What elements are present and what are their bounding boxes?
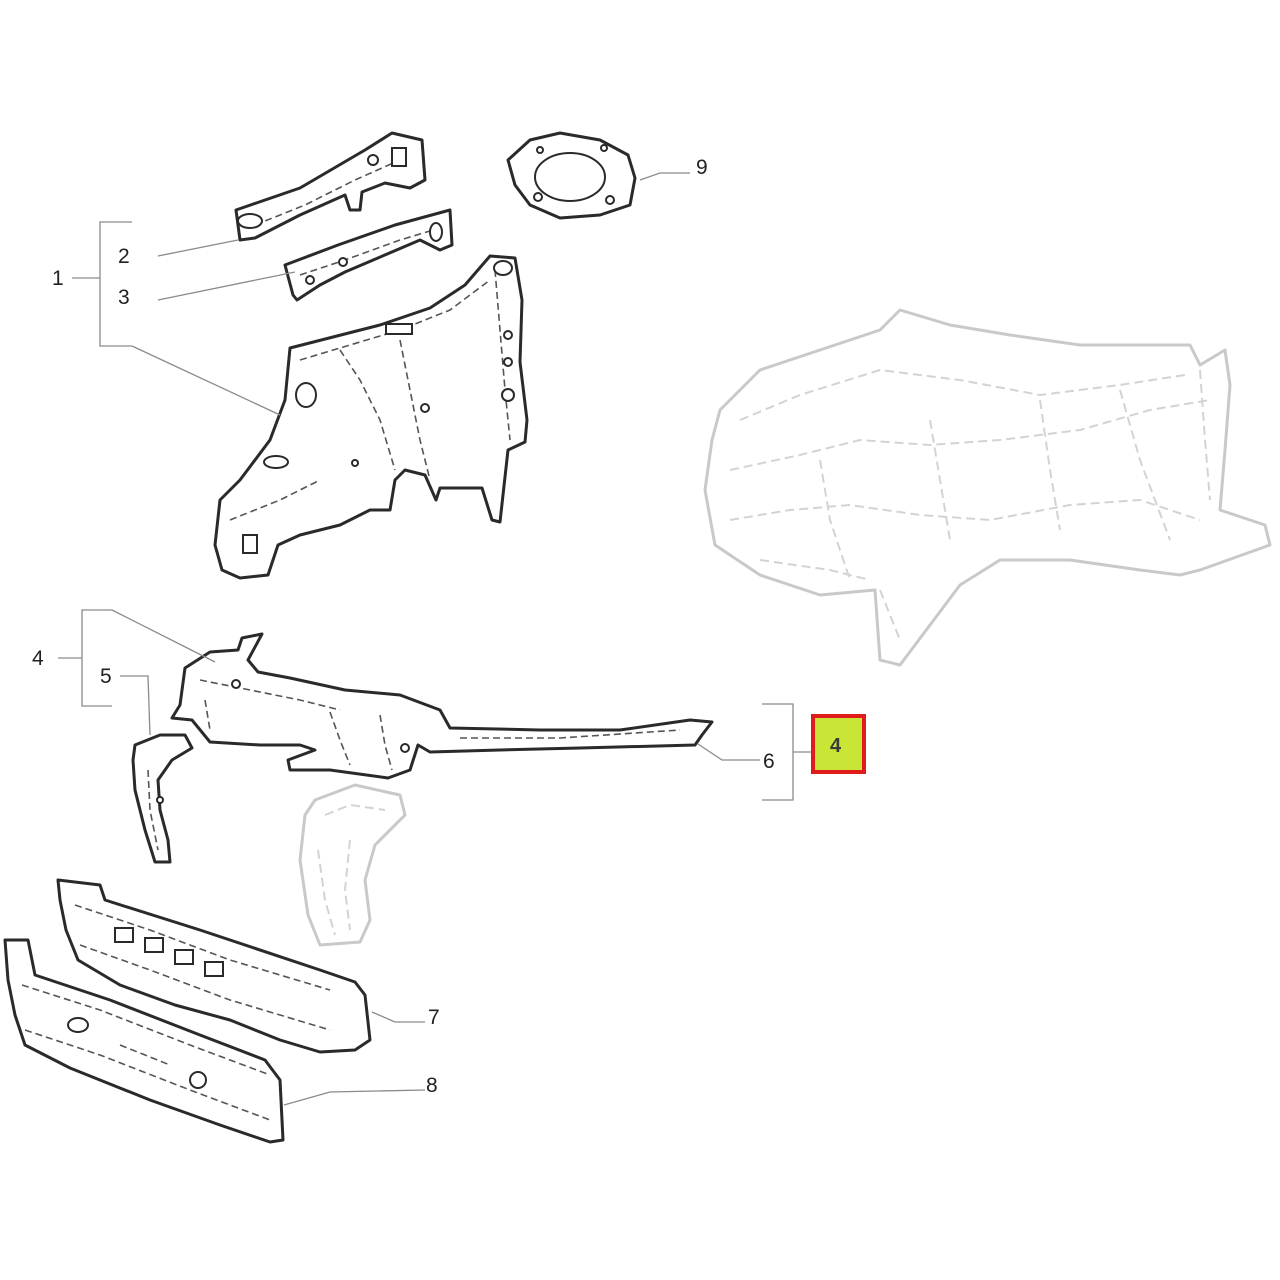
part-7-crossmember: [56, 878, 372, 1054]
crossmember-hole: [114, 927, 134, 943]
panel-hole: [503, 330, 513, 340]
callout-2: 2: [118, 245, 130, 268]
member-hole: [231, 679, 241, 689]
leader-4-part: [111, 609, 216, 663]
callout-7: 7: [428, 1006, 440, 1029]
rail-hole: [367, 154, 379, 166]
callout-6: 6: [763, 750, 775, 773]
leader-lines: [58, 172, 812, 1106]
part-5-lower-bracket: [131, 733, 194, 864]
leader-8: [283, 1089, 426, 1106]
bracket-1: [99, 221, 132, 347]
leader-1-panel: [131, 345, 281, 416]
strut-bolt-hole: [605, 195, 615, 205]
panel-hole: [420, 403, 430, 413]
part-9-strut-plate: [506, 131, 637, 220]
member-hole: [400, 743, 410, 753]
panel-hole: [351, 459, 359, 467]
callout-3: 3: [118, 286, 130, 309]
panel-hole: [295, 382, 317, 408]
crossmember-hole: [174, 949, 194, 965]
callout-9: 9: [696, 156, 708, 179]
crossmember-hole: [204, 961, 224, 977]
part-6-side-member: [170, 632, 714, 780]
highlight-quantity-box[interactable]: 4: [811, 714, 866, 774]
strut-opening: [534, 152, 606, 202]
panel-hole: [503, 357, 513, 367]
callout-4: 4: [32, 647, 44, 670]
panel-hole: [242, 534, 258, 554]
part-8-bumper-beam: [3, 938, 285, 1144]
callout-1: 1: [52, 267, 64, 290]
strut-bolt-hole: [600, 144, 608, 152]
leader-2: [157, 239, 239, 257]
callout-numbers: 1 2 3 4 5 6 7 8 9: [32, 156, 775, 1097]
panel-hole: [501, 388, 515, 402]
part-1-wheelhouse-panel: [213, 254, 529, 580]
highlight-label: 4: [830, 735, 842, 757]
rail-hole: [391, 147, 407, 167]
callout-5: 5: [100, 665, 112, 688]
panel-hole: [385, 323, 413, 335]
panel-hole: [263, 455, 289, 469]
leader-5: [120, 675, 151, 736]
rail-hole: [338, 257, 348, 267]
bracket-4: [81, 609, 112, 707]
leader-9: [639, 172, 690, 181]
side-member-ghost: [298, 783, 407, 947]
callout-8: 8: [426, 1074, 438, 1097]
rail-hole: [237, 213, 263, 229]
part-3-inner-rail: [283, 208, 454, 302]
beam-hole: [189, 1071, 207, 1089]
leader-7: [371, 1011, 425, 1023]
rail-hole: [429, 222, 443, 242]
rail-hole: [305, 275, 315, 285]
leader-6: [697, 743, 760, 761]
strut-bolt-hole: [536, 146, 544, 154]
crossmember-hole: [144, 937, 164, 953]
leader-3: [157, 271, 296, 301]
beam-hole: [67, 1017, 89, 1033]
highlight-box[interactable]: [811, 714, 866, 774]
panel-hole: [493, 260, 513, 276]
bracket-hole: [156, 796, 164, 804]
car-body-ghost: [703, 308, 1272, 667]
part-2-upper-rail: [234, 131, 427, 242]
strut-bolt-hole: [533, 192, 543, 202]
